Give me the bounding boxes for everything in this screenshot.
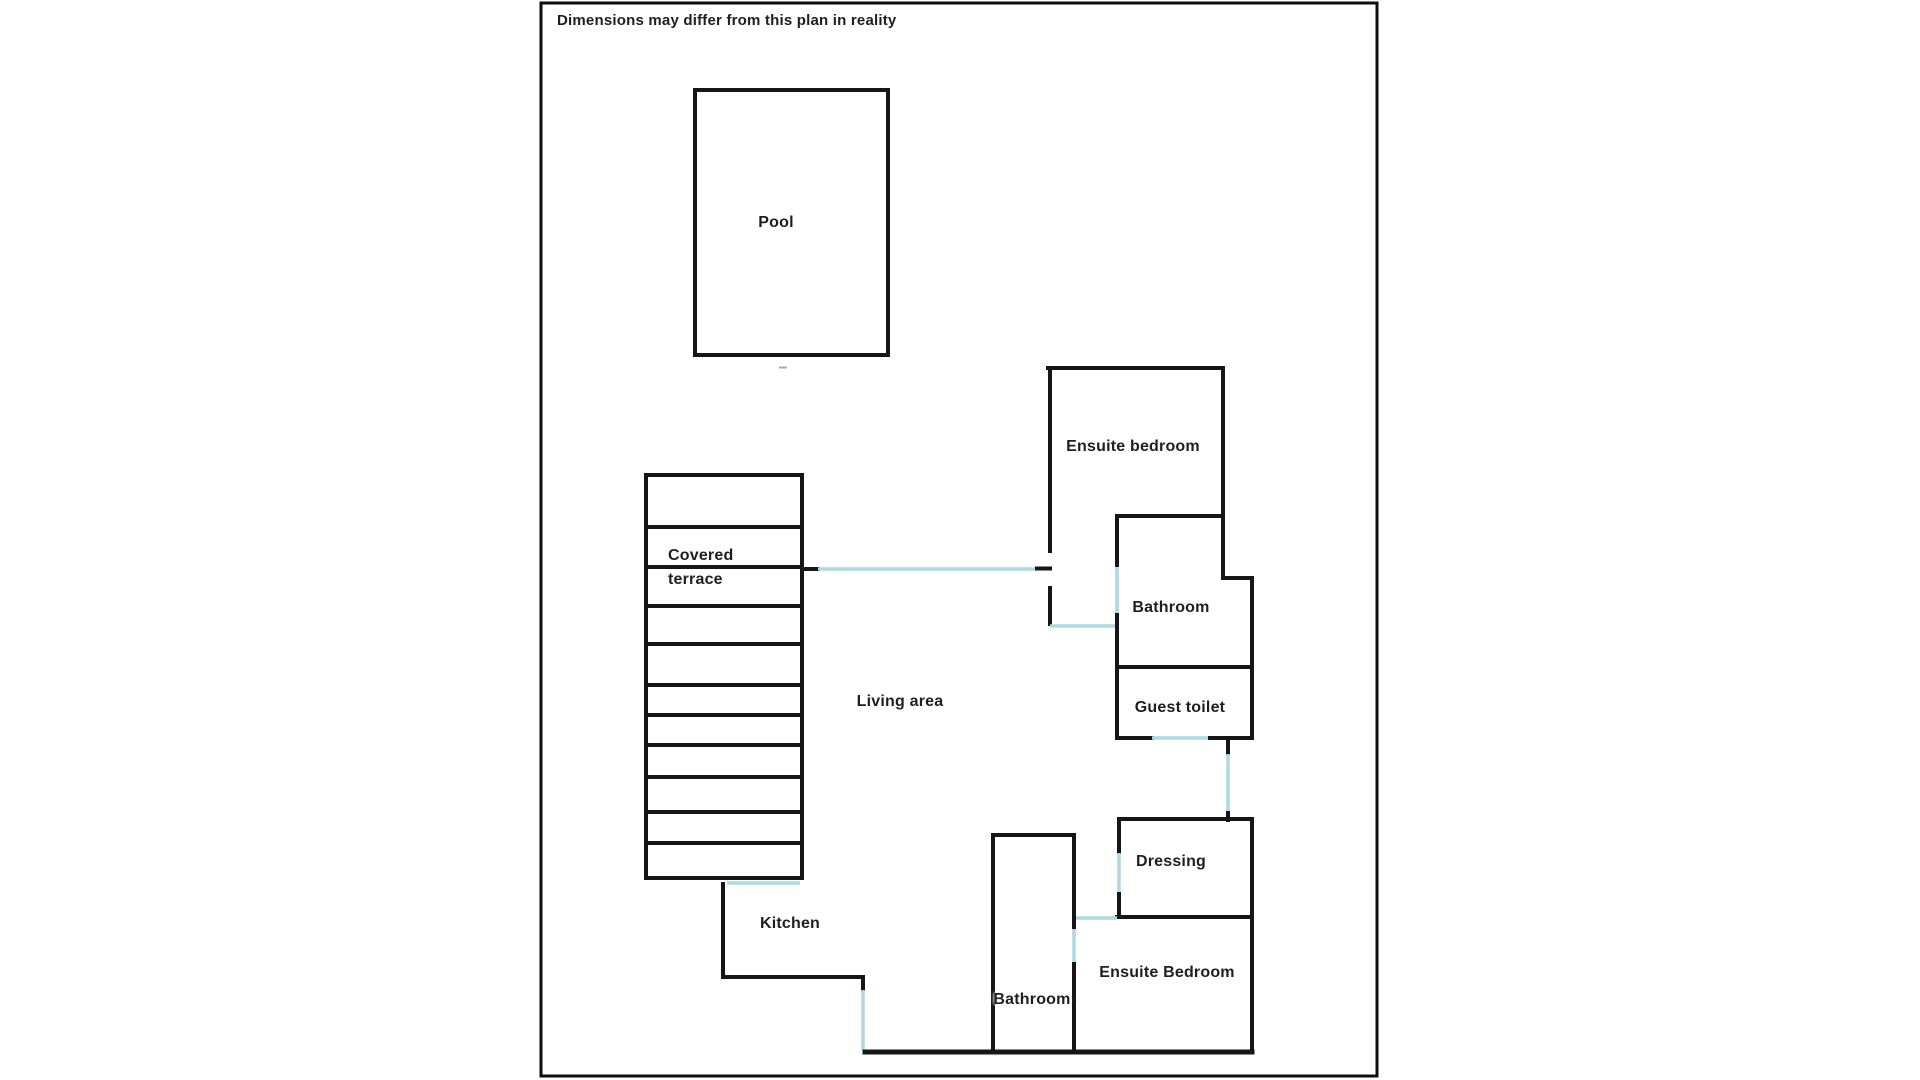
covered-terrace-label-line2: terrace [668, 571, 723, 588]
bathroom-right-walls [1115, 514, 1254, 740]
ensuite-bedroom-bottom-walls [1072, 833, 1254, 1054]
bathroom-bottom-walls [991, 833, 1076, 1054]
bathroom-bottom-label: Bathroom [993, 991, 1071, 1008]
ensuite-bedroom-top-walls [1046, 366, 1225, 628]
plan-border [539, 1, 1379, 1078]
pool-room [693, 88, 890, 369]
ensuite-bedroom-top-label: Ensuite bedroom [1066, 438, 1200, 455]
disclaimer-text: Dimensions may differ from this plan in … [557, 12, 897, 29]
guest-toilet-label: Guest toilet [1134, 699, 1226, 716]
terrace-outline [644, 473, 804, 880]
kitchen-label: Kitchen [759, 915, 821, 932]
living-area-label: Living area [856, 693, 944, 710]
ensuite-bedroom-bottom-label: Ensuite Bedroom [1099, 964, 1235, 981]
kitchen-walls [721, 882, 865, 1050]
dressing-label: Dressing [1135, 853, 1207, 870]
dressing-walls [1073, 817, 1254, 920]
bathroom-right-label: Bathroom [1132, 599, 1210, 616]
covered-terrace-label-line1: Covered [668, 547, 734, 564]
living-area-opening [802, 566, 1052, 571]
covered-terrace-room [644, 473, 804, 885]
pool-outline [693, 88, 890, 357]
pool-label: Pool [758, 214, 794, 231]
